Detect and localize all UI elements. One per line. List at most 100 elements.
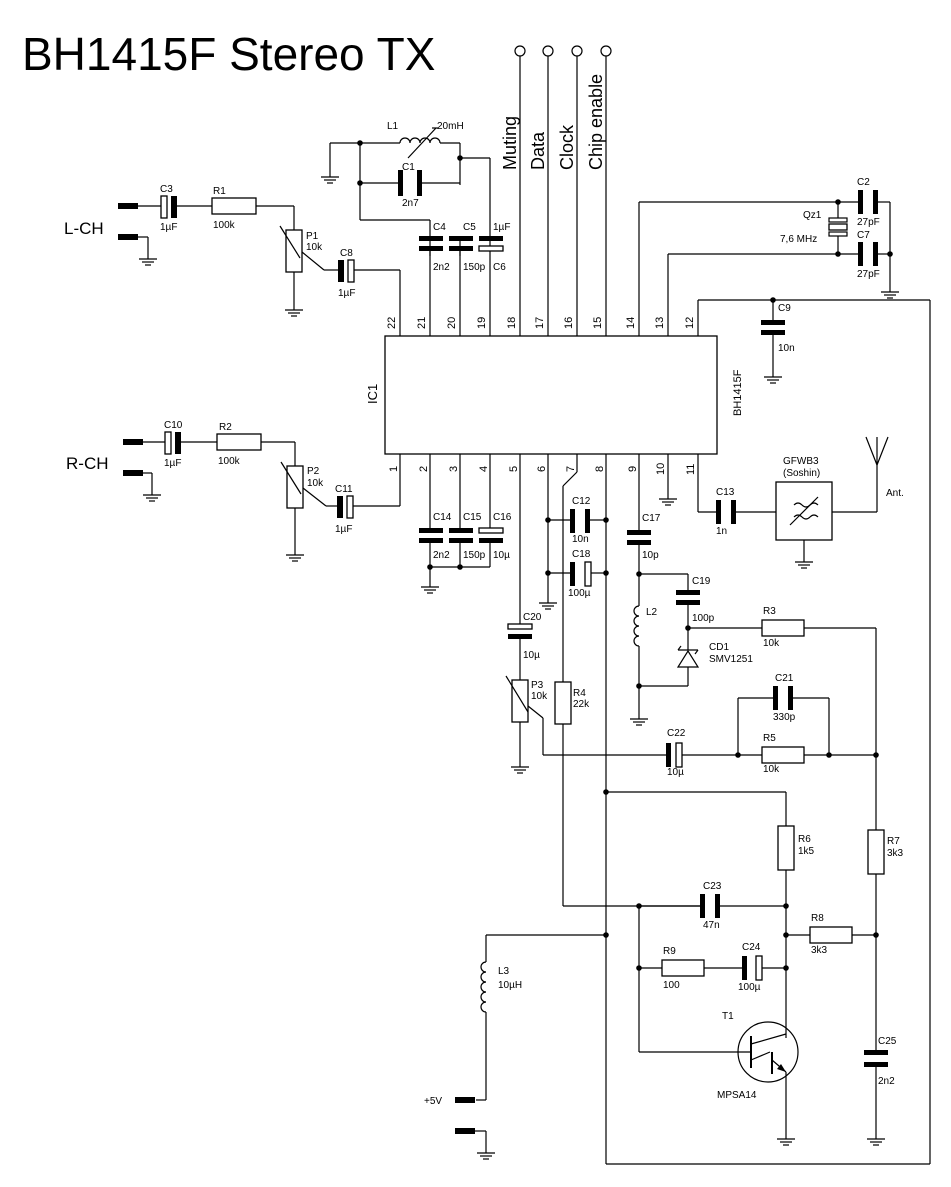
c12-ref: C12 [572,496,591,507]
c6-value: 1µF [493,222,510,233]
p2-value: 10k [307,478,324,489]
r5-ref: R5 [763,733,776,744]
c9-supply [606,297,931,1165]
r9-value: 100 [663,980,680,991]
r3-value: 10k [763,638,780,649]
c22-value: 10µ [667,767,684,778]
pin-14: 14 [625,317,637,329]
pin-4: 4 [478,466,490,472]
qz1-ref: Qz1 [803,210,822,221]
pin-15: 15 [592,317,604,329]
r5-value: 10k [763,764,780,775]
r4-ref: R4 [573,688,586,699]
label-muting: Muting [500,116,520,170]
c17-ref: C17 [642,513,661,524]
filter-ref: GFWB3 [783,456,819,467]
pin-6: 6 [536,466,548,472]
pin-8: 8 [594,466,606,472]
c1-ref: C1 [402,162,415,173]
c20-value: 10µ [523,650,540,661]
pin-20: 20 [446,317,458,329]
tank-circuit [627,530,762,726]
pin-2: 2 [418,466,430,472]
right-channel-label: R-CH [66,454,109,473]
c22-r5-c21 [666,686,879,768]
qz1-value: 7,6 MHz [780,234,817,245]
cd1-value: SMV1251 [709,654,753,665]
c5-value: 150p [463,262,486,273]
power-input [455,932,609,1160]
r2-value: 100k [218,456,241,467]
r4-value: 22k [573,699,590,710]
control-terminals [514,45,612,57]
r6-ref: R6 [798,834,811,845]
pin-18: 18 [506,317,518,329]
l1-c1-network [320,127,491,236]
pin-1: 1 [388,466,400,472]
ic-part-label: BH1415F [732,369,744,416]
c10-value: 1µF [164,458,181,469]
pin-16: 16 [563,317,575,329]
ic-ref-label: IC1 [365,384,380,404]
c22-ref: C22 [667,728,686,739]
c20-p3-r4 [505,623,700,907]
c8-ref: C8 [340,248,353,259]
c23-ref: C23 [703,881,722,892]
c7-ref: C7 [857,230,870,241]
pin-10: 10 [655,463,667,475]
ic-top-pins [399,56,699,336]
c4-value: 2n2 [433,262,450,273]
pin-11: 11 [685,464,697,475]
c11-ref: C11 [335,484,353,495]
r6-value: 1k5 [798,846,815,857]
pin10-ground [658,491,678,506]
c3-ref: C3 [160,184,173,195]
left-input [118,195,401,317]
c2-ref: C2 [857,177,870,188]
c1-value: 2n7 [402,198,419,209]
c12-value: 10n [572,534,589,545]
c11-value: 1µF [335,524,352,535]
pin-19: 19 [476,317,488,329]
pin-13: 13 [654,317,666,329]
p3-ref: P3 [531,680,544,691]
pin-17: 17 [534,317,546,329]
l1-ref: L1 [387,121,399,132]
c15-ref: C15 [463,512,482,523]
r3-ref: R3 [763,606,776,617]
c14-ref: C14 [433,512,452,523]
r2-ref: R2 [219,422,232,433]
c3-value: 1µF [160,222,177,233]
c14-value: 2n2 [433,550,450,561]
ic-body [384,335,718,455]
r9-ref: R9 [663,946,676,957]
left-channel-label: L-CH [64,219,104,238]
c13-ref: C13 [716,487,735,498]
c23-value: 47n [703,920,720,931]
c7-value: 27pF [857,269,880,280]
pin-12: 12 [684,317,696,329]
c25-value: 2n2 [878,1076,895,1087]
c2-value: 27pF [857,217,880,228]
c4-ref: C4 [433,222,446,233]
r1-value: 100k [213,220,236,231]
filter-value: (Soshin) [783,468,820,479]
r3 [761,619,877,830]
c24-value: 100µ [738,982,761,993]
t1-value: MPSA14 [717,1090,757,1101]
c10-ref: C10 [164,420,183,431]
c24-ref: C24 [742,942,761,953]
p1-ref: P1 [306,231,319,242]
c14-c15-c16 [419,527,504,594]
pin-22: 22 [386,317,398,329]
pin-7: 7 [565,466,577,472]
label-chip-enable: Chip enable [586,74,606,170]
power-label: +5V [424,1096,442,1107]
l1-value: 20mH [437,121,464,132]
label-data: Data [528,131,548,170]
antenna-label: Ant. [886,488,904,499]
c21-ref: C21 [775,673,794,684]
c8-value: 1µF [338,288,355,299]
c20-ref: C20 [523,612,542,623]
c25-ref: C25 [878,1036,897,1047]
